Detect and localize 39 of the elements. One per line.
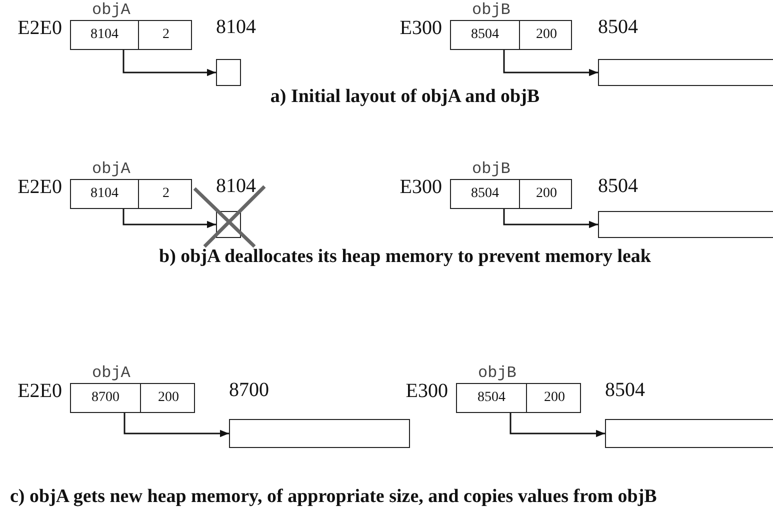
cell-value: 200	[544, 390, 565, 406]
address-label: 8104	[216, 16, 256, 39]
arrow	[510, 413, 605, 438]
address-label: E300	[406, 380, 448, 403]
caption: b) objA deallocates its heap memory to prevent memory leak	[159, 246, 651, 268]
address-label: E300	[400, 17, 442, 40]
object-name: objA	[92, 1, 130, 19]
address-label: 8504	[598, 16, 638, 39]
cell-value: 8504	[478, 390, 506, 406]
cell-value: 2	[162, 186, 170, 202]
object-name: objA	[92, 364, 130, 382]
address-label: 8700	[229, 379, 269, 402]
address-label: E2E0	[18, 17, 62, 40]
object-name: objB	[472, 160, 510, 178]
address-label: 8504	[598, 175, 638, 198]
arrow	[503, 209, 598, 228]
arrow	[122, 50, 216, 76]
arrow	[124, 413, 229, 438]
caption: a) Initial layout of objA and objB	[270, 86, 540, 108]
cell-value: 2	[162, 27, 170, 43]
object-name: objA	[92, 160, 130, 178]
address-label: 8104	[216, 175, 256, 198]
cell-value: 200	[536, 186, 557, 202]
cell-value: 8104	[90, 27, 118, 43]
cell-value: 8104	[90, 186, 118, 202]
cell-value: 8700	[92, 390, 120, 406]
cell-value: 200	[536, 27, 557, 43]
object-name: objB	[472, 1, 510, 19]
object-name: objB	[478, 364, 516, 382]
address-label: 8504	[605, 379, 645, 402]
cell-value: 8504	[471, 27, 499, 43]
address-label: E2E0	[18, 176, 62, 199]
cell-value: 8504	[471, 186, 499, 202]
address-label: E300	[400, 176, 442, 199]
arrow	[503, 50, 598, 76]
arrow	[122, 209, 216, 228]
cell-value: 200	[158, 390, 179, 406]
caption: c) objA gets new heap memory, of appropriate size, and copies values from objB	[10, 486, 657, 508]
address-label: E2E0	[18, 380, 62, 403]
